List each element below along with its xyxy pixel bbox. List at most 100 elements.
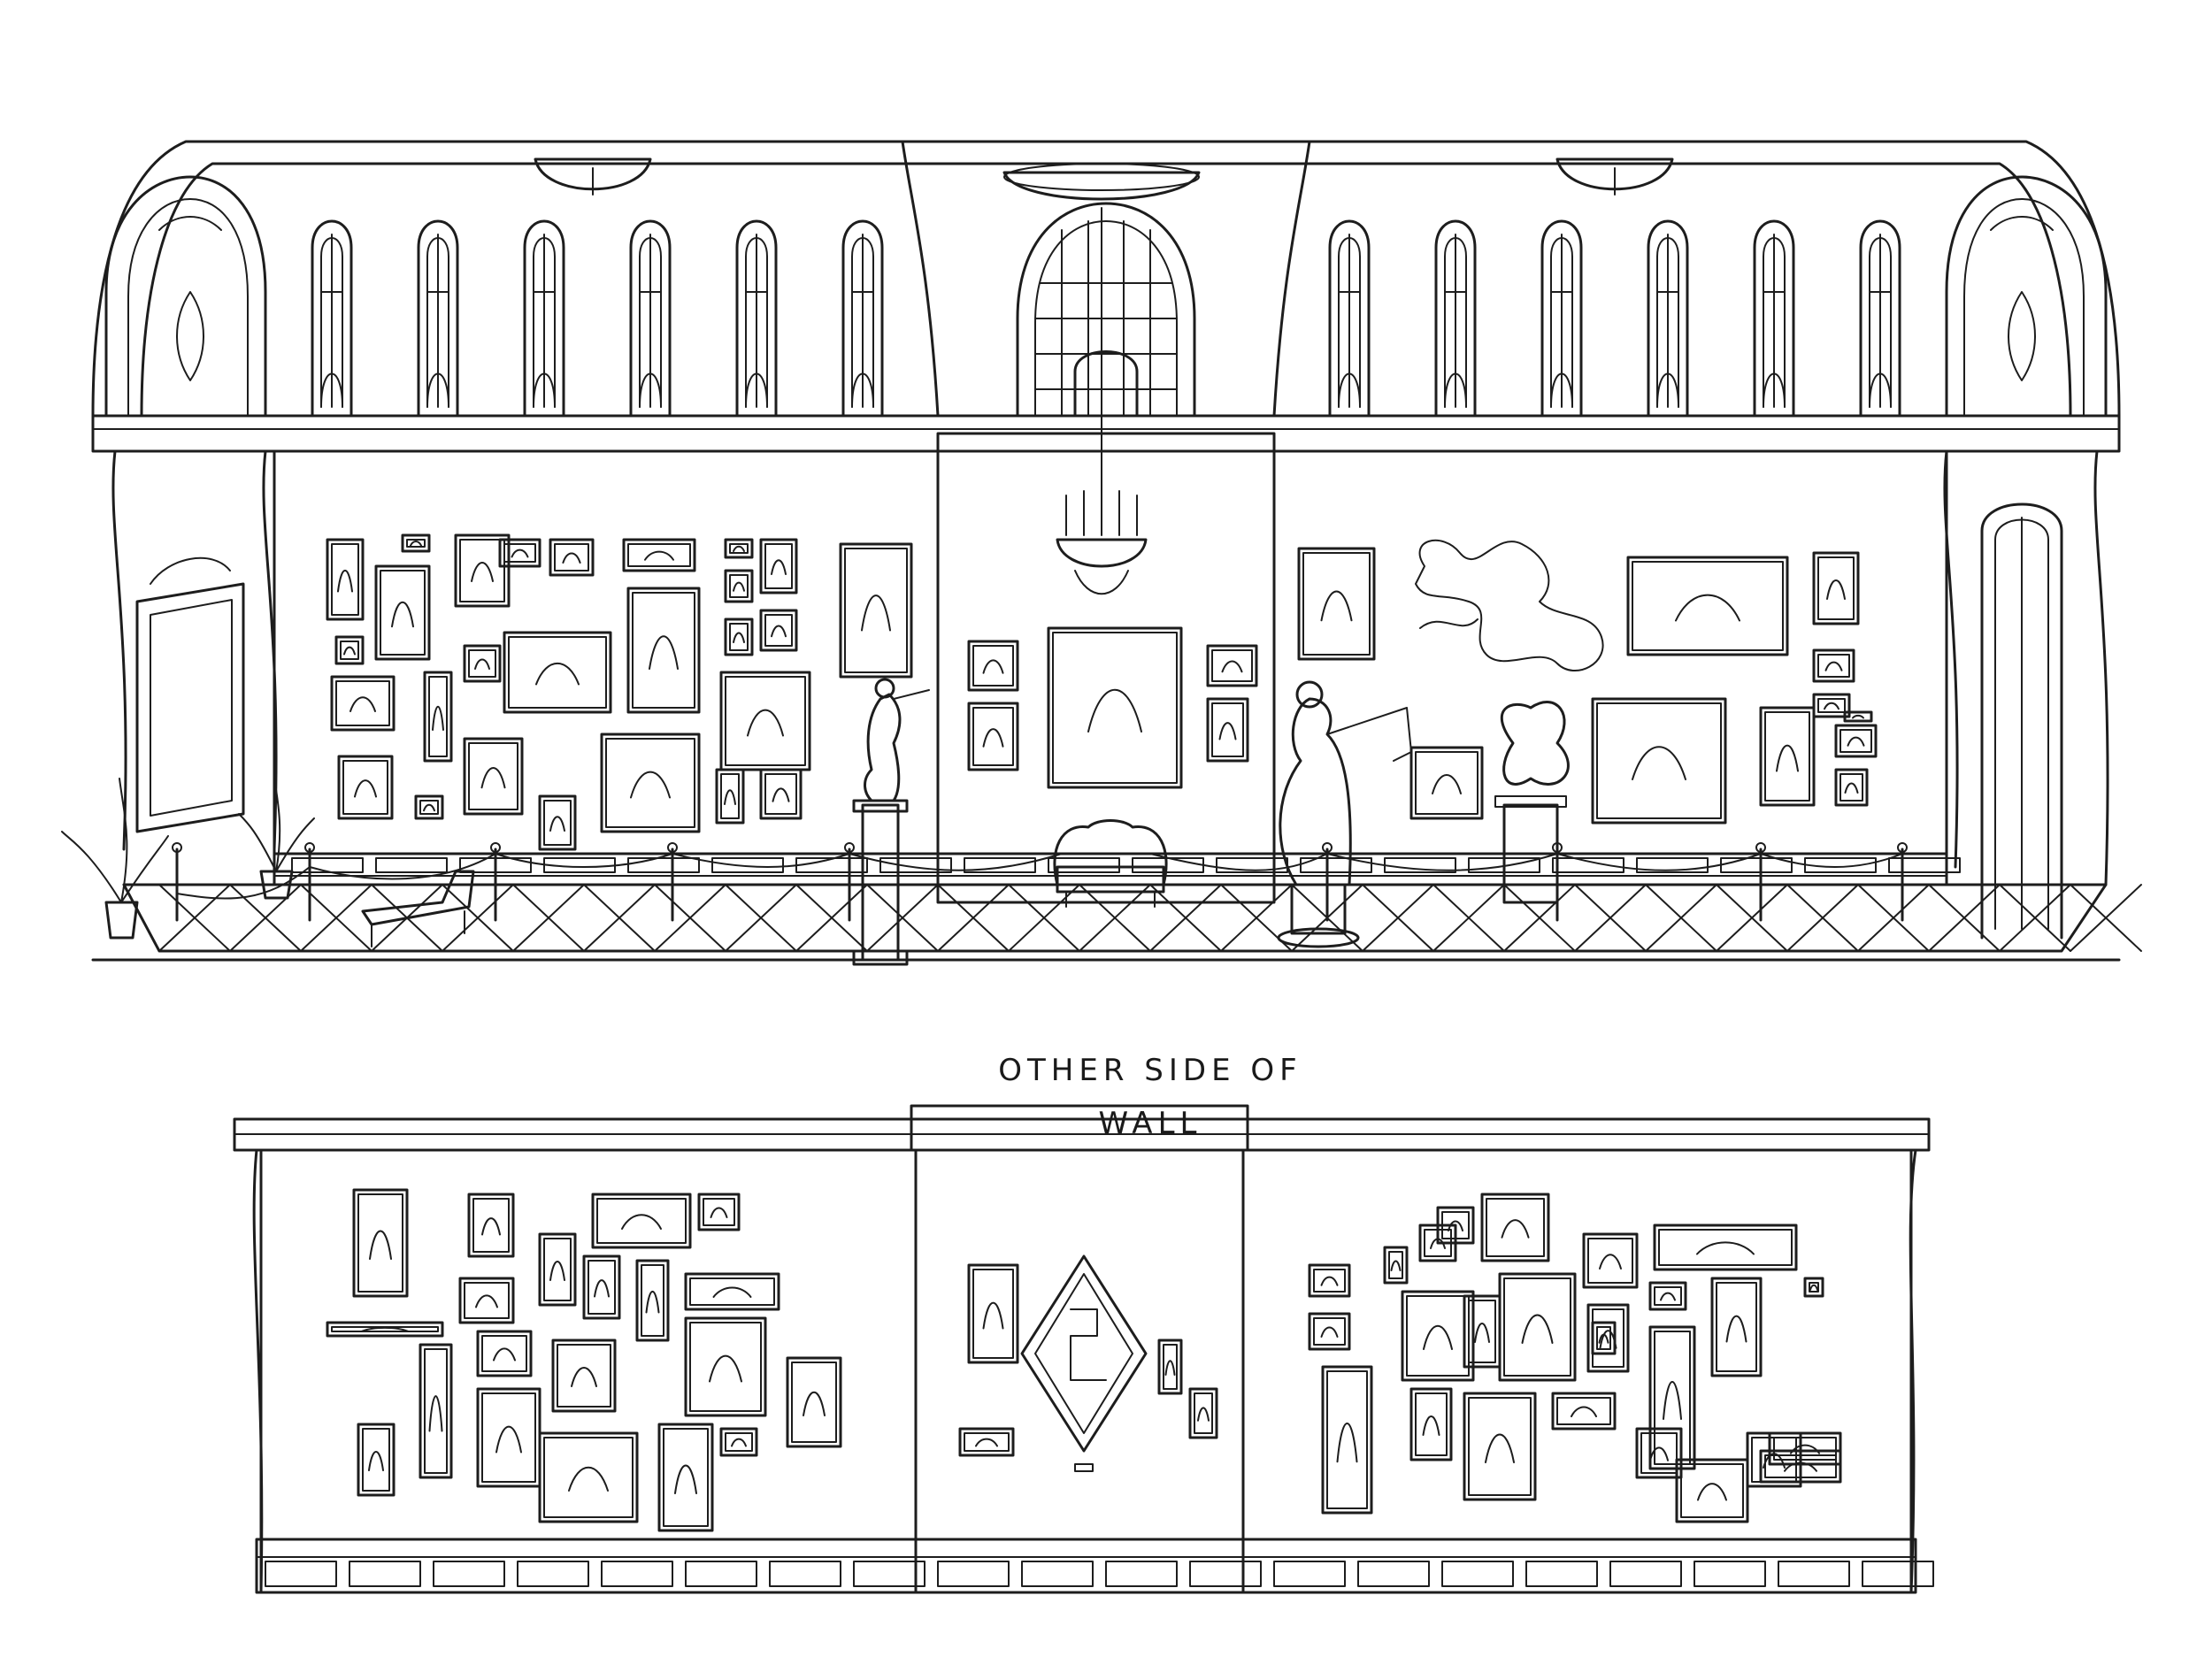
framed-painting-icon [538,1431,639,1523]
ceiling-lamp-icon [1555,157,1674,196]
framed-painting-icon [591,1193,692,1249]
framed-painting-icon [1436,1206,1475,1245]
arched-window-icon [629,219,672,418]
framed-painting-icon [1463,1294,1502,1369]
framed-painting-icon [374,564,431,661]
framed-painting-icon [538,1232,577,1307]
framed-painting-icon [551,1339,617,1413]
framed-painting-icon [967,1263,1019,1364]
framed-painting-icon [1321,1365,1373,1515]
framed-painting-icon [1803,1277,1824,1298]
potted-plant-icon [238,778,315,900]
right-windows [1328,219,1901,418]
arched-window-icon [417,219,459,418]
framed-painting-icon [330,675,396,732]
statue-icon [1277,680,1412,948]
ornate-mirror [135,556,245,833]
framed-painting-icon [724,618,754,656]
framed-painting-icon [1834,724,1878,758]
arched-window-icon [1328,219,1371,418]
other-side-wall [233,1104,1934,1594]
framed-painting-icon [1157,1339,1183,1395]
framed-painting-icon [352,1188,409,1298]
framed-painting-icon [334,635,365,665]
framed-painting-icon [759,538,798,595]
framed-painting-icon [1843,710,1873,723]
framed-painting-icon [622,538,696,572]
framed-painting-icon [1409,1387,1453,1461]
arched-window-icon [1434,219,1477,418]
right-end-arch [1945,175,2108,418]
bench-icon [361,870,475,947]
right-wall-panel [1272,449,1948,886]
framed-painting-icon [463,737,524,816]
framed-painting-icon [1710,1277,1763,1377]
arched-window-icon [735,219,778,418]
framed-painting-icon [786,1356,842,1448]
framed-painting-icon [626,587,701,714]
framed-painting-icon [759,768,803,820]
framed-painting-icon [967,640,1019,692]
sculpture-icon [1494,701,1570,904]
framed-painting-icon [503,631,612,714]
framed-painting-icon [684,1316,767,1417]
framed-painting-icon [1383,1246,1409,1285]
framed-painting-icon [1812,693,1851,718]
ceiling-lamp-icon [1002,163,1201,201]
framed-painting-icon [1582,1232,1639,1289]
framed-painting-icon [357,1423,396,1497]
framed-painting-icon [476,1387,541,1488]
framed-painting-icon [635,1259,670,1342]
main-gallery-room [61,140,2142,966]
vaulted-ceiling [91,140,2121,418]
framed-painting-icon [1648,1325,1696,1470]
framed-painting-icon [1020,1254,1148,1472]
arched-window-icon [1753,219,1795,418]
framed-painting-icon [1480,1193,1550,1262]
framed-painting-icon [538,794,577,851]
bench-icon [1053,819,1168,908]
left-windows [311,219,884,418]
framed-painting-icon [719,671,811,771]
arched-window-icon [841,219,884,418]
framed-painting-icon [1834,768,1869,807]
framed-painting-icon [401,533,431,553]
framed-painting-icon [697,1193,741,1231]
framed-painting-icon [715,768,745,825]
framed-painting-icon [1759,1449,1842,1484]
framed-painting-icon [1586,1303,1630,1373]
framed-painting-icon [1626,556,1789,656]
framed-painting-icon [1463,1392,1537,1501]
framed-painting-icon [458,1277,515,1324]
framed-painting-icon [967,702,1019,771]
framed-painting-icon [657,1423,714,1532]
framed-painting-icon [1591,697,1727,825]
framed-painting-icon [958,1427,1015,1457]
framed-painting-icon [600,733,701,833]
framed-painting-icon [1206,697,1249,763]
framed-painting-icon [549,538,595,577]
arched-window-icon [523,219,565,418]
framed-painting-icon [467,1193,515,1258]
framed-painting-icon [582,1254,621,1320]
framed-painting-icon [1498,1272,1577,1382]
framed-painting-icon [759,609,798,652]
framed-painting-icon [414,794,444,820]
framed-painting-icon [1591,1321,1617,1355]
framed-painting-icon [337,755,394,820]
framed-painting-icon [1401,1290,1475,1382]
framed-painting-icon [1409,746,1484,820]
framed-painting-icon [326,1321,444,1338]
framed-painting-icon [1635,1427,1683,1479]
framed-painting-icon [1653,1224,1798,1271]
arched-window-icon [311,219,353,418]
framed-painting-icon [454,533,511,608]
framed-painting-icon [1297,547,1376,661]
framed-painting-icon [684,1272,780,1311]
framed-painting-icon [1047,626,1183,789]
framed-painting-icon [1206,644,1258,687]
section-caption: OTHER SIDE OF WALL [998,1053,1302,1141]
bottom-center-panel [914,1148,1245,1594]
framed-painting-icon [1759,706,1816,807]
